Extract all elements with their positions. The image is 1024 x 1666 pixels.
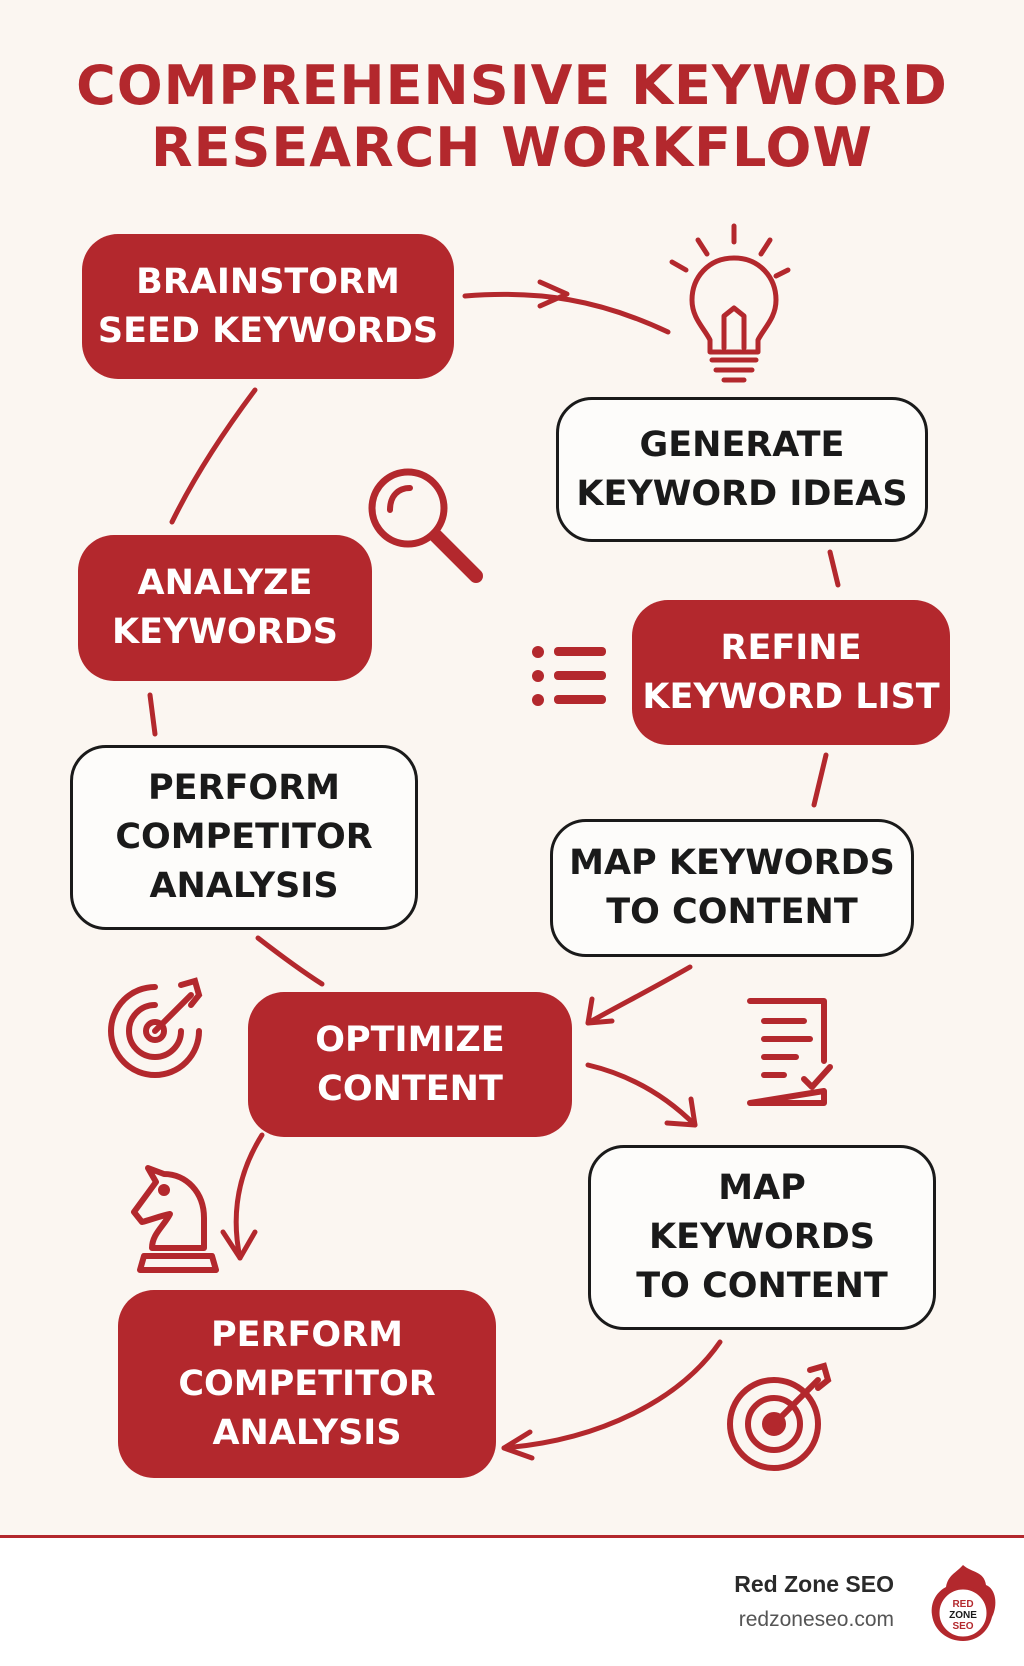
step-competitor-analysis: PERFORM COMPETITOR ANALYSIS: [70, 745, 418, 930]
step-map-keywords-2: MAP KEYWORDS TO CONTENT: [588, 1145, 936, 1330]
step-analyze: ANALYZE KEYWORDS: [78, 535, 372, 681]
arrow-map-to-optimize: [585, 964, 693, 1026]
brand-url[interactable]: redzoneseo.com: [738, 1608, 894, 1631]
step-map-keywords: MAP KEYWORDS TO CONTENT: [550, 819, 914, 957]
list-icon: [532, 646, 606, 706]
page-title: COMPREHENSIVE KEYWORD RESEARCH WORKFLOW: [76, 54, 948, 179]
step-label: OPTIMIZE CONTENT: [315, 1019, 505, 1109]
arrow-optimize-to-map: [585, 1062, 698, 1128]
footer-divider: [0, 1535, 1024, 1538]
lightbulb-icon: [669, 223, 791, 383]
step-label: BRAINSTORM SEED KEYWORDS: [97, 261, 439, 351]
document-check-icon: [747, 998, 833, 1106]
connector-competitor-to-optimize: [255, 935, 325, 987]
svg-text:SEO: SEO: [952, 1621, 973, 1632]
target-icon: [108, 977, 203, 1078]
connector-arrows: [147, 279, 841, 1461]
step-label: MAP KEYWORDS TO CONTENT: [569, 843, 895, 932]
svg-text:ZONE: ZONE: [949, 1610, 977, 1621]
step-generate-ideas: GENERATE KEYWORD IDEAS: [556, 397, 928, 542]
footer: [0, 1538, 1024, 1666]
step-competitor-analysis-2: PERFORM COMPETITOR ANALYSIS: [118, 1290, 496, 1478]
connector-ideas-to-refine: [827, 549, 841, 588]
magnifier-icon: [368, 468, 483, 583]
arrow-brainstorm-to-idea: [462, 291, 671, 335]
step-label: GENERATE KEYWORD IDEAS: [576, 424, 908, 514]
chess-knight-icon: [131, 1165, 219, 1273]
step-label: ANALYZE KEYWORDS: [112, 563, 338, 652]
svg-text:RED: RED: [952, 1599, 973, 1610]
arrow-optimize-to-competitor: [233, 1132, 265, 1261]
step-refine: REFINE KEYWORD LIST: [632, 600, 950, 745]
step-optimize-content: OPTIMIZE CONTENT: [248, 992, 572, 1137]
target-arrow-icon: [727, 1362, 832, 1471]
connector-brainstorm-to-analyze: [169, 387, 258, 525]
step-label: REFINE KEYWORD LIST: [642, 627, 940, 717]
arrow-map-to-competitor: [501, 1339, 723, 1451]
connector-analyze-to-competitor: [147, 692, 158, 737]
step-label: PERFORM COMPETITOR ANALYSIS: [115, 768, 373, 906]
step-label: PERFORM COMPETITOR ANALYSIS: [178, 1314, 436, 1453]
brand-name: Red Zone SEO: [734, 1571, 894, 1597]
step-brainstorm: BRAINSTORM SEED KEYWORDS: [82, 234, 454, 379]
step-label: MAP KEYWORDS TO CONTENT: [636, 1168, 888, 1306]
brand-logo: RED ZONE SEO: [931, 1565, 996, 1641]
connector-refine-to-map: [811, 752, 829, 808]
